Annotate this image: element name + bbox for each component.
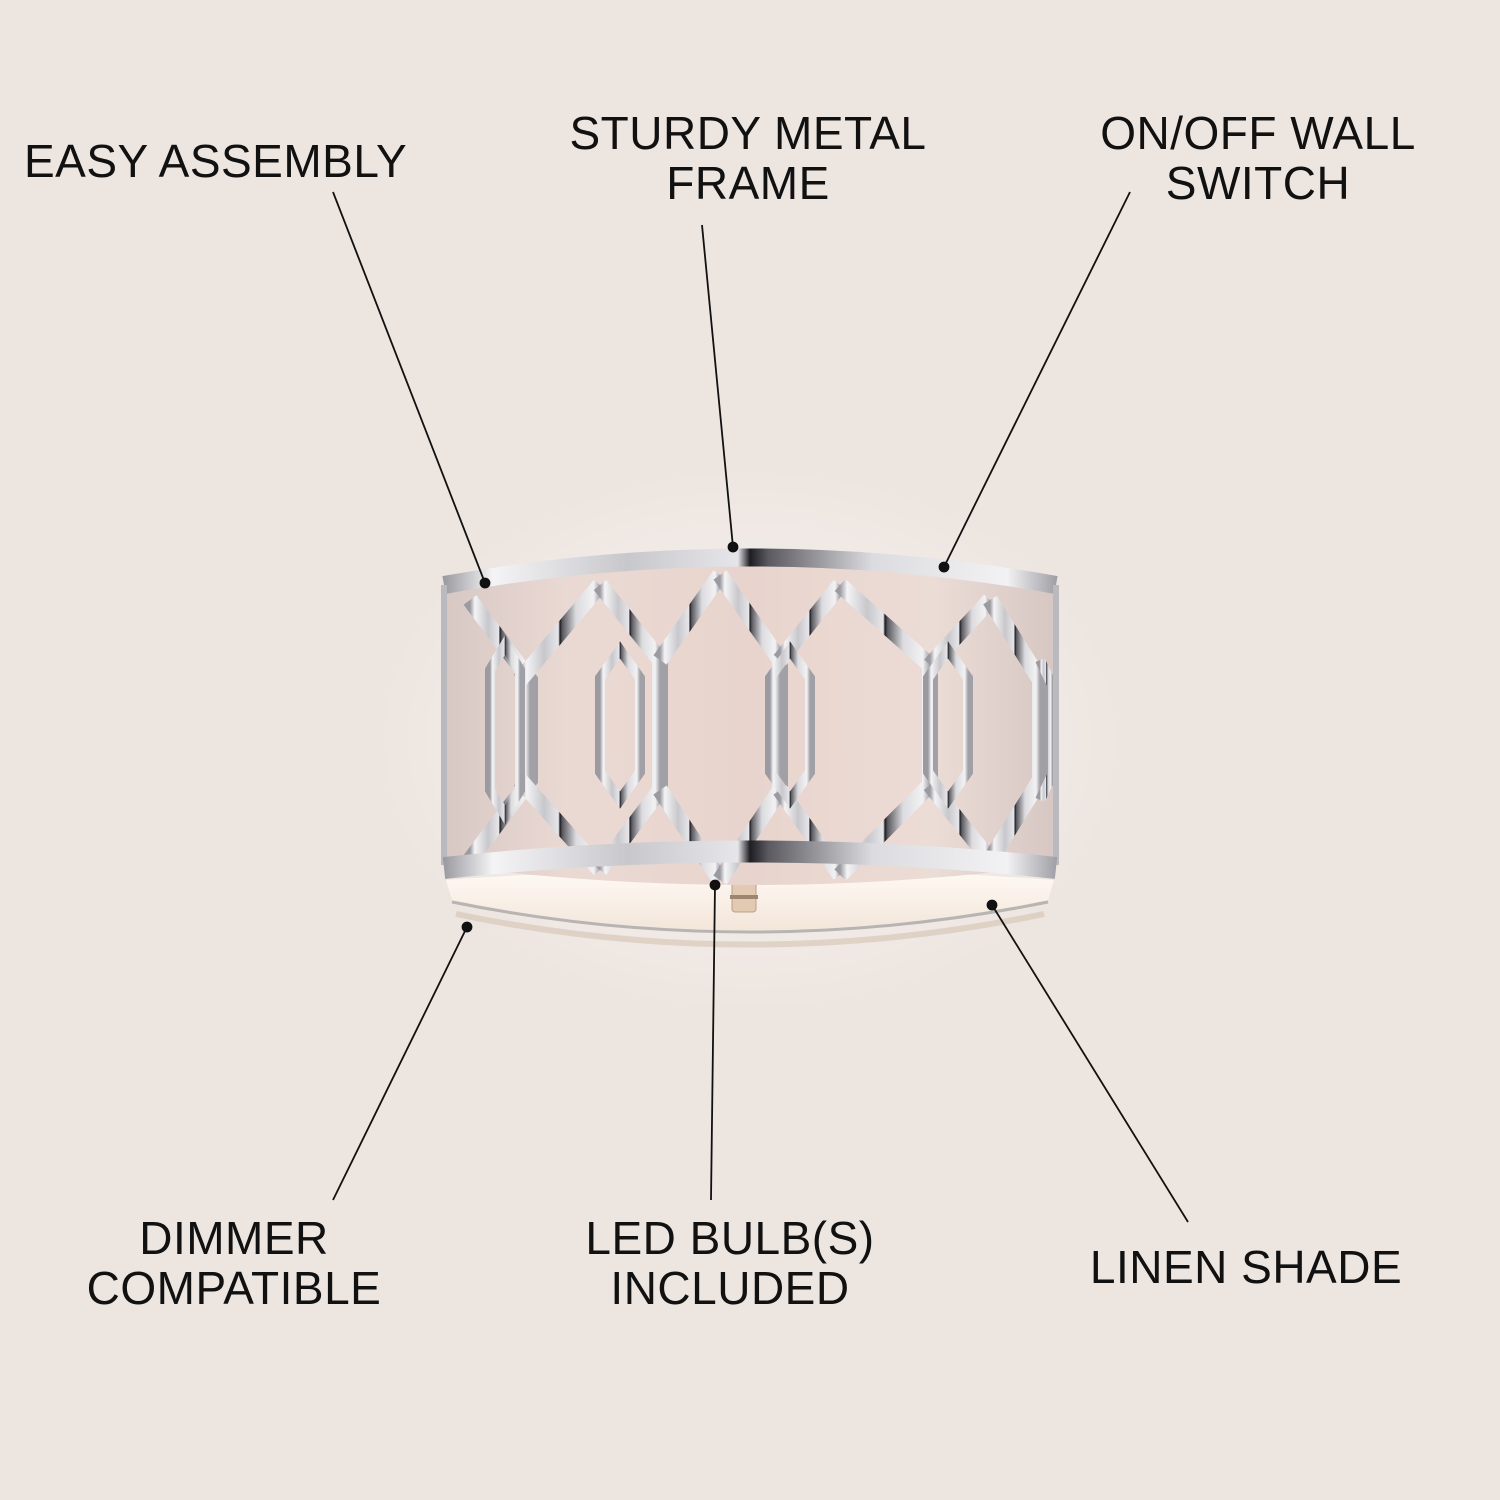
callout-on-off-wall-switch: ON/OFF WALL SWITCH xyxy=(1068,108,1448,208)
callout-text: INCLUDED xyxy=(610,1262,850,1314)
callout-text: LED BULB(S) xyxy=(585,1212,875,1264)
callout-easy-assembly: EASY ASSEMBLY xyxy=(24,136,407,186)
callout-sturdy-metal-frame: STURDY METAL FRAME xyxy=(548,108,948,208)
callout-text: EASY ASSEMBLY xyxy=(24,135,408,187)
top-rim xyxy=(441,548,1059,865)
callout-text: DIMMER xyxy=(139,1212,329,1264)
callout-text: ON/OFF WALL xyxy=(1100,107,1416,159)
bottom-rim xyxy=(442,840,1058,879)
callout-text: COMPATIBLE xyxy=(86,1262,382,1314)
callout-linen-shade: LINEN SHADE xyxy=(1066,1242,1426,1292)
callout-led-bulbs-included: LED BULB(S) INCLUDED xyxy=(560,1213,900,1313)
callout-text: LINEN SHADE xyxy=(1089,1241,1403,1293)
callout-text: SWITCH xyxy=(1165,157,1351,209)
callout-dimmer-compatible: DIMMER COMPATIBLE xyxy=(64,1213,404,1313)
leader-lines xyxy=(332,191,1189,1223)
callout-text: STURDY METAL xyxy=(569,107,927,159)
callout-text: FRAME xyxy=(666,157,830,209)
